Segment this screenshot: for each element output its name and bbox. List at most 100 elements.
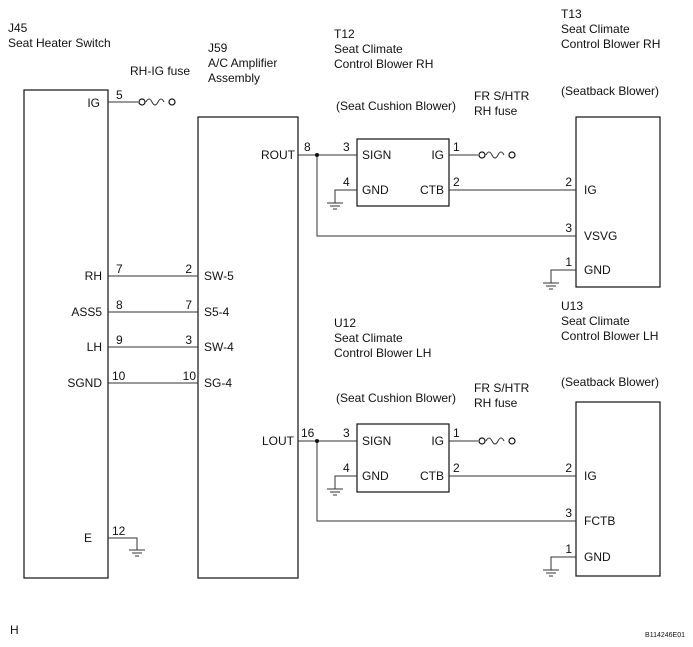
t13-subtitle: (Seatback Blower) — [561, 84, 659, 98]
u12-gnd-label: GND — [362, 469, 389, 483]
u12-name-line2: Control Blower LH — [334, 346, 431, 360]
t12-subtitle: (Seat Cushion Blower) — [336, 99, 456, 113]
t12-ig-pin: 1 — [453, 140, 460, 154]
u13-fctb-label: FCTB — [584, 514, 615, 528]
j59-name-line2: Assembly — [208, 71, 260, 85]
ground-t12 — [327, 202, 343, 210]
j45-ass5-pin: 8 — [116, 298, 123, 312]
fuse-rh-ig-terminal-left — [138, 98, 146, 106]
u12-ig-label: IG — [431, 434, 444, 448]
u12-sign-pin: 3 — [343, 426, 350, 440]
j45-box — [23, 89, 109, 579]
j59-sw5-label: SW-5 — [204, 269, 234, 283]
t13-ig-pin: 2 — [565, 175, 572, 189]
ground-u13 — [543, 569, 559, 577]
wire-t12-gnd — [334, 189, 357, 203]
j59-sg4-label: SG-4 — [204, 376, 232, 390]
fuse-rh-ig-symbol — [145, 98, 165, 106]
t12-gnd-pin: 4 — [343, 175, 350, 189]
j45-ig-pin: 5 — [116, 88, 123, 102]
u12-name-line1: Seat Climate — [334, 331, 403, 345]
j45-e-label: E — [84, 531, 92, 545]
j45-lh-pin: 9 — [116, 333, 123, 347]
j59-sw4-pin: 3 — [185, 333, 192, 347]
t12-fuse-label-line1: FR S/HTR — [474, 89, 530, 103]
t13-name-line2: Control Blower RH — [561, 37, 660, 51]
t12-ctb-label: CTB — [420, 183, 444, 197]
wire-lout-fctb — [316, 441, 576, 522]
t12-ig-label: IG — [431, 148, 444, 162]
j59-box — [197, 116, 299, 579]
t13-vsvg-label: VSVG — [584, 229, 617, 243]
j59-rout-pin: 8 — [304, 140, 311, 154]
fuse-t12-terminal-left — [478, 151, 486, 159]
t12-sign-pin: 3 — [343, 140, 350, 154]
t13-vsvg-pin: 3 — [565, 221, 572, 235]
ground-u12 — [327, 488, 343, 496]
junction-rout — [315, 153, 319, 157]
j45-sgnd-label: SGND — [67, 376, 102, 390]
u12-ctb-label: CTB — [420, 469, 444, 483]
u13-subtitle: (Seatback Blower) — [561, 375, 659, 389]
u12-ig-pin: 1 — [453, 426, 460, 440]
u13-fctb-pin: 3 — [565, 506, 572, 520]
u13-gnd-pin: 1 — [565, 542, 572, 556]
j59-rout-label: ROUT — [261, 148, 296, 162]
u12-ctb-pin: 2 — [453, 461, 460, 475]
j59-sw4-label: SW-4 — [204, 340, 234, 354]
u13-ig-label: IG — [584, 469, 597, 483]
j45-name: Seat Heater Switch — [8, 36, 111, 50]
u12-fuse-label-line2: RH fuse — [474, 396, 518, 410]
u13-ig-pin: 2 — [565, 461, 572, 475]
u13-box — [575, 401, 661, 577]
u13-gnd-label: GND — [584, 550, 611, 564]
page-marker: H — [10, 623, 19, 637]
t12-box — [356, 138, 450, 207]
t13-box — [575, 116, 661, 288]
u13-code: U13 — [561, 299, 583, 313]
t13-code: T13 — [561, 7, 582, 21]
t12-gnd-label: GND — [362, 183, 389, 197]
fuse-fr-shtr-rh-symbol-2 — [485, 437, 505, 445]
rh-ig-fuse-label: RH-IG fuse — [130, 64, 190, 78]
t12-name-line2: Control Blower RH — [334, 57, 433, 71]
fuse-u12-terminal-right — [508, 437, 516, 445]
u12-fuse-label-line1: FR S/HTR — [474, 381, 530, 395]
j45-rh-pin: 7 — [116, 262, 123, 276]
junction-lout — [315, 439, 319, 443]
j59-lout-pin: 16 — [301, 426, 315, 440]
fuse-fr-shtr-rh-symbol — [485, 151, 505, 159]
t12-sign-label: SIGN — [362, 148, 391, 162]
j59-s54-label: S5-4 — [204, 305, 230, 319]
j45-sgnd-pin: 10 — [112, 369, 126, 383]
figure-id: B114246E01 — [645, 632, 685, 639]
fuse-rh-ig-terminal-right — [168, 98, 176, 106]
wire-rout-vsvg — [316, 155, 576, 237]
j45-ass5-label: ASS5 — [71, 305, 102, 319]
j59-s54-pin: 7 — [185, 298, 192, 312]
j45-lh-label: LH — [87, 340, 102, 354]
wires — [108, 98, 576, 577]
j59-lout-label: LOUT — [262, 434, 295, 448]
j45-e-pin: 12 — [112, 524, 126, 538]
j45-rh-label: RH — [85, 269, 102, 283]
u12-sign-label: SIGN — [362, 434, 391, 448]
u12-subtitle: (Seat Cushion Blower) — [336, 391, 456, 405]
j59-sw5-pin: 2 — [185, 262, 192, 276]
t13-name-line1: Seat Climate — [561, 22, 630, 36]
t12-code: T12 — [334, 27, 355, 41]
t12-fuse-label-line2: RH fuse — [474, 104, 518, 118]
ground-t13 — [543, 282, 559, 290]
t12-ctb-pin: 2 — [453, 175, 460, 189]
j59-sg4-pin: 10 — [183, 369, 197, 383]
u12-gnd-pin: 4 — [343, 461, 350, 475]
wire-j45-e — [108, 537, 138, 550]
ground-j45-e — [129, 549, 145, 557]
fuse-t12-terminal-right — [508, 151, 516, 159]
t12-name-line1: Seat Climate — [334, 42, 403, 56]
fuse-u12-terminal-left — [478, 437, 486, 445]
t13-ig-label: IG — [584, 183, 597, 197]
u13-name-line1: Seat Climate — [561, 314, 630, 328]
